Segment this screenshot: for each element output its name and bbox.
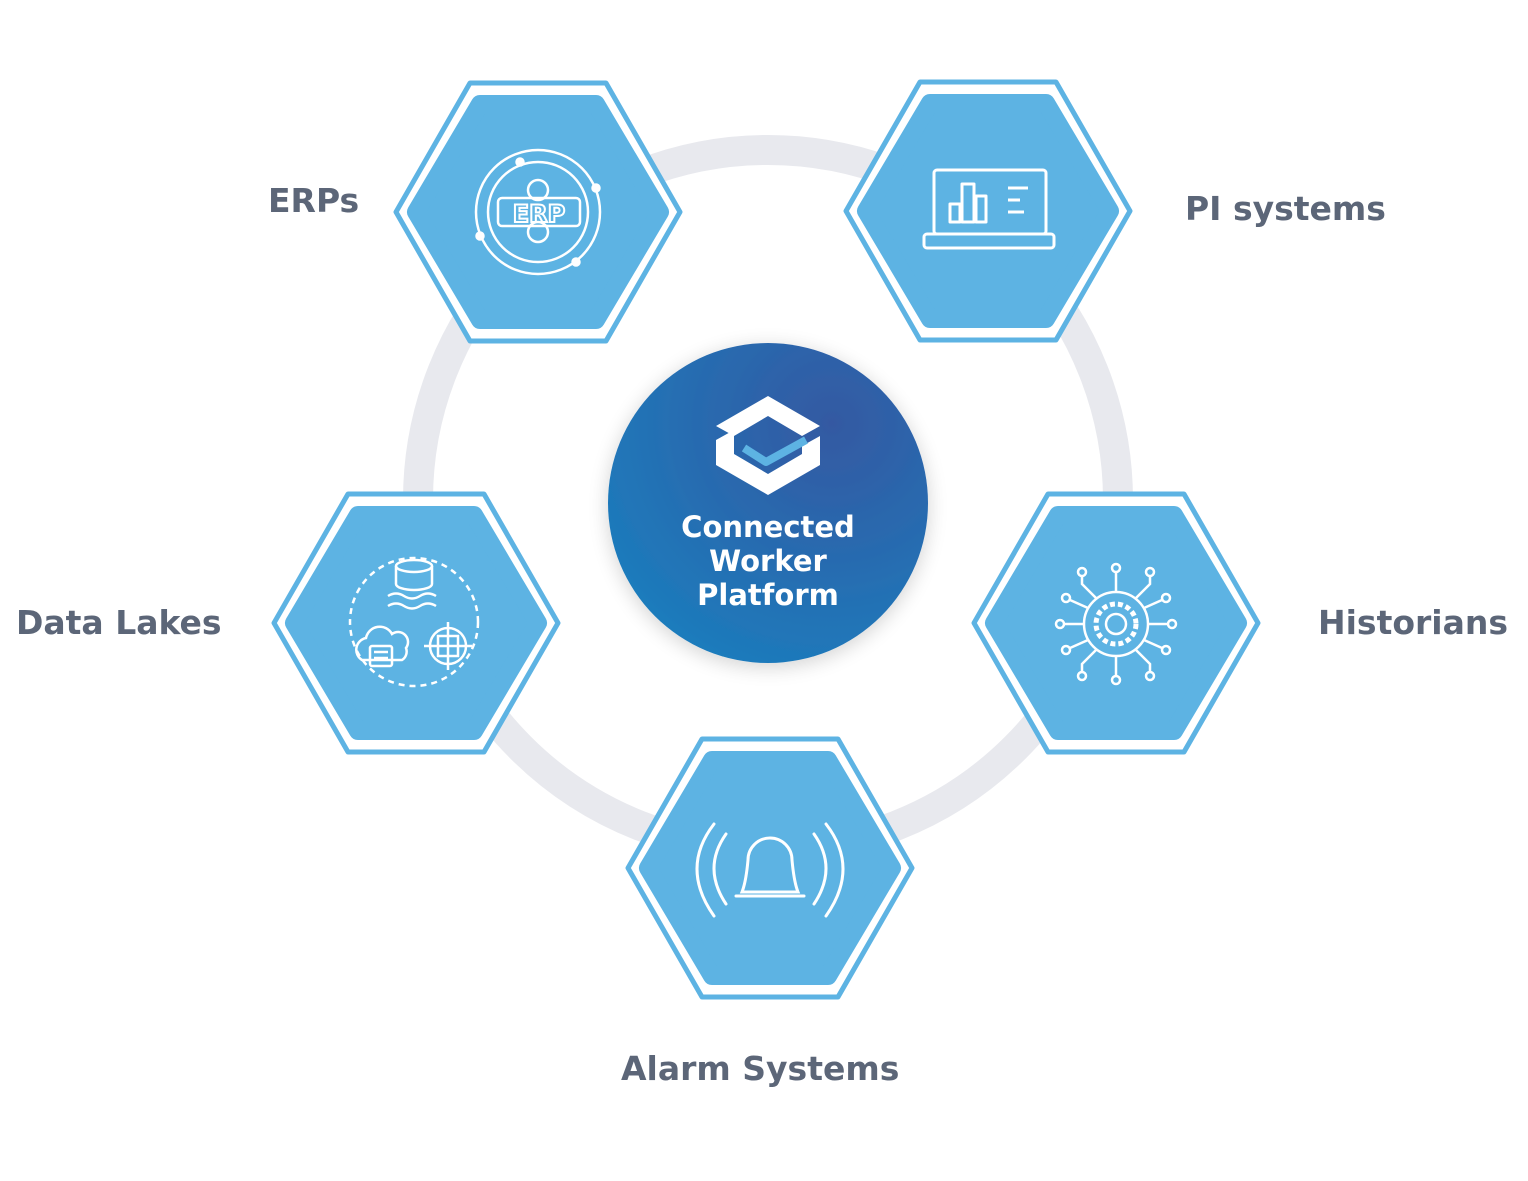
node-label-historians: Historians <box>1318 603 1509 642</box>
hex-node-data-lakes[interactable] <box>271 491 561 755</box>
center-node <box>608 343 928 663</box>
node-label-pi-systems: PI systems <box>1185 189 1386 228</box>
hex-node-pi-systems[interactable] <box>843 79 1133 343</box>
erp-gear-icon: ERP <box>474 148 602 276</box>
center-title-line-1: Connected <box>681 510 855 544</box>
center-title-line-3: Platform <box>697 578 839 612</box>
database-cloud-network-icon <box>348 556 480 688</box>
hex-node-erps[interactable]: ERP <box>393 80 683 344</box>
hex-node-historians[interactable] <box>971 491 1261 755</box>
circuit-gear-icon <box>1054 562 1178 686</box>
center-title-line-2: Worker <box>709 544 827 578</box>
node-label-data-lakes: Data Lakes <box>16 603 222 642</box>
laptop-chart-icon <box>922 168 1056 250</box>
hex-node-alarm-systems[interactable] <box>625 736 915 1000</box>
svg-text:ERP: ERP <box>513 200 565 228</box>
node-label-alarm-systems: Alarm Systems <box>621 1049 900 1088</box>
alarm-bell-icon <box>695 822 845 918</box>
stacked-layers-check-logo <box>716 396 820 495</box>
node-label-erps: ERPs <box>268 181 360 220</box>
